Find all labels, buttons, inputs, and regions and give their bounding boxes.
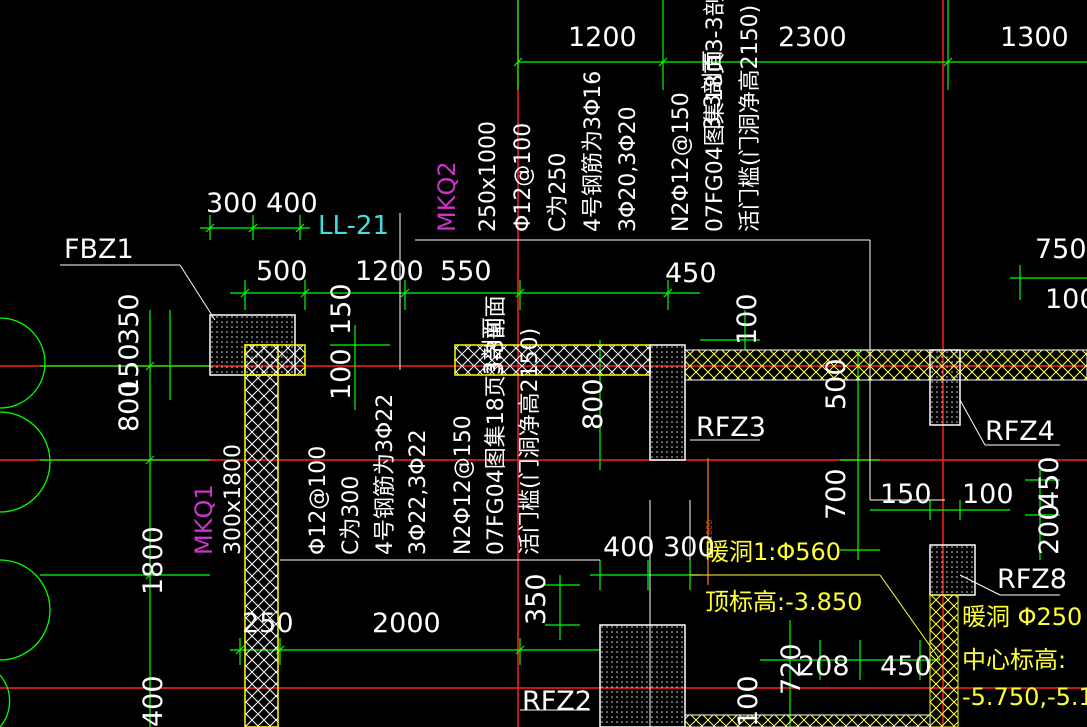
note-center-elevation-values: -5.750,-5.15	[962, 683, 1087, 711]
dim-top-2300: 2300	[778, 22, 847, 53]
mkq2-line-5: 3Φ20,3Φ20	[616, 106, 641, 232]
leader-lines	[60, 213, 1060, 711]
dim-720: 720	[776, 643, 807, 695]
dim-700: 700	[821, 468, 852, 520]
mkq2-line-1: 250x1000	[476, 121, 501, 232]
mkq1-line-7: 活门槛(门洞净高2150)	[518, 328, 543, 555]
dim-800-mid: 800	[578, 378, 609, 430]
dim-250: 250	[242, 608, 294, 639]
dimension-lines	[40, 0, 1087, 727]
dim-450-bottom: 450	[880, 651, 932, 682]
dim-top-1300: 1300	[1000, 22, 1069, 53]
dim-150-mid: 150	[326, 283, 357, 335]
label-fbz1: FBZ1	[64, 234, 134, 265]
mkq1-line-4: 3Φ22,3Φ22	[406, 429, 431, 555]
mkq1-line-3: 4号钢筋为3Φ22	[373, 394, 398, 555]
mkq2-section: 3-3剖面	[701, 50, 726, 130]
dim-450: 450	[665, 258, 717, 289]
mkq1-line-1: Φ12@100	[306, 446, 331, 555]
mkq1-line-2: C为300	[339, 476, 364, 555]
mkq2-line-3: C为250	[546, 153, 571, 232]
dim-500: 500	[256, 256, 308, 287]
label-rfz3: RFZ3	[696, 412, 766, 443]
dim-1200: 1200	[355, 256, 424, 287]
dim-2000: 2000	[372, 608, 441, 639]
axis-bubbles	[0, 317, 51, 727]
dim-100-bottom2: 100	[733, 675, 764, 727]
note-leaders	[690, 574, 941, 661]
dim-208: 208	[798, 651, 850, 682]
dim-450-right: 450	[1034, 456, 1065, 508]
note-nuan-dong-1: 暖洞1:Φ560	[705, 538, 841, 566]
mkq2-name: MKQ2	[433, 161, 461, 232]
mkq1-name: MKQ1	[190, 484, 218, 555]
mkq2-line-2: Φ12@100	[511, 123, 536, 232]
mkq2-wall-section: 3剖面	[481, 317, 506, 375]
dim-top-1200: 1200	[568, 22, 637, 53]
dim-400-300: 400 300	[603, 532, 715, 563]
dim-350-bottom: 350	[521, 573, 552, 625]
dim-400-bottom-left: 400	[138, 675, 169, 727]
mkq2-annotation: MKQ2 250x1000 Φ12@100 C为250 4号钢筋为3Φ16 3Φ…	[433, 0, 763, 232]
dim-1800-small: 1800	[705, 520, 714, 540]
dim-100-right: 100	[1045, 284, 1087, 315]
mkq2-line-8: 活门槛(门洞净高2150)	[738, 5, 763, 232]
dim-100-bottom: 100	[962, 479, 1014, 510]
dim-350: 350	[114, 293, 145, 345]
label-rfz8: RFZ8	[997, 564, 1067, 595]
label-ll21: LL-21	[318, 211, 389, 241]
dim-200-right: 200	[1034, 503, 1065, 555]
mkq1-annotation: MKQ1 300x1800 Φ12@100 C为300 4号钢筋为3Φ22 3Φ…	[190, 295, 543, 555]
dim-750: 750	[1035, 234, 1087, 265]
mkq2-line-7: 07FG04图集18页3-3剖面	[703, 0, 728, 232]
note-center-elevation-label: 中心标高:	[962, 646, 1066, 674]
dim-500-vertical: 500	[821, 358, 852, 410]
dim-800-left: 800	[114, 380, 145, 432]
elevation-marker: 1800	[705, 458, 714, 585]
note-nuan-dong-2: 暖洞 Φ250	[962, 603, 1082, 631]
label-rfz2: RFZ2	[522, 686, 592, 717]
walls	[209, 314, 1087, 727]
mkq2-line-4: 4号钢筋为3Φ16	[581, 71, 606, 232]
dim-550: 550	[440, 256, 492, 287]
dim-1800: 1800	[138, 526, 169, 595]
mkq1-line-5: N2Φ12@150	[451, 415, 476, 555]
mkq1-size: 300x1800	[221, 444, 246, 555]
dim-100-mid: 100	[326, 348, 357, 400]
mkq2-line-6: N2Φ12@150	[669, 92, 694, 232]
mkq1-line-6: 07FG04图集18页3-3剖面	[484, 295, 509, 555]
dim-300-400: 300 400	[206, 188, 318, 219]
dim-100-top: 100	[732, 293, 763, 345]
note-top-elevation: 顶标高:-3.850	[705, 588, 862, 616]
dim-150-bottom: 150	[880, 479, 932, 510]
label-rfz4: RFZ4	[985, 416, 1055, 447]
dim-150-left: 150	[114, 343, 145, 395]
